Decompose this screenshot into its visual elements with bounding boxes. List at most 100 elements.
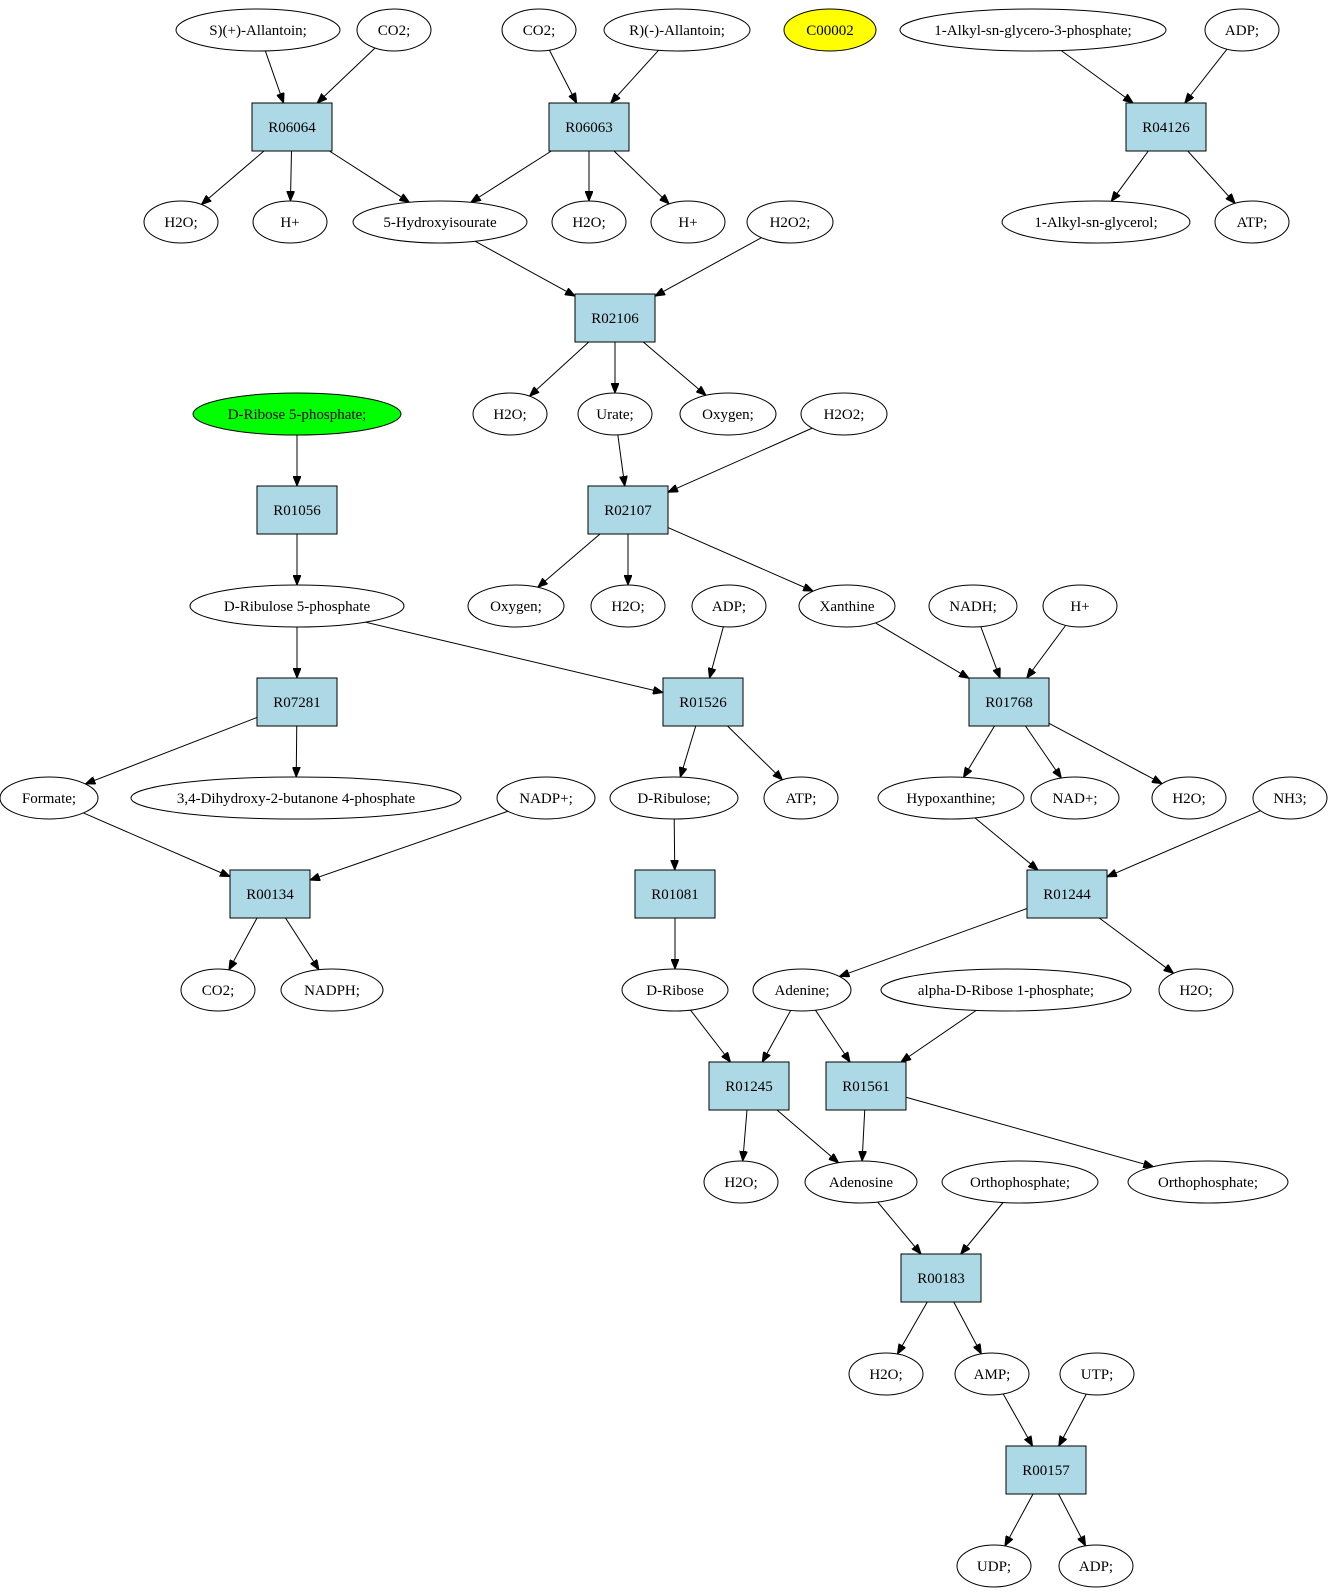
compound-node-hypoxanthine[interactable]: Hypoxanthine; xyxy=(877,776,1025,820)
reaction-node-r00157[interactable]: R00157 xyxy=(1005,1445,1087,1495)
compound-node-oxygen-a[interactable]: Oxygen; xyxy=(679,392,777,436)
compound-node-r-allantoin[interactable]: R)(-)-Allantoin; xyxy=(603,8,751,52)
edge-r-R04126-to-c-alkyl-glycerol xyxy=(1111,150,1149,201)
reaction-box xyxy=(708,1061,790,1111)
node-label: CO2; xyxy=(523,23,556,39)
compound-node-adp-c[interactable]: ADP; xyxy=(1058,1544,1134,1588)
compound-node-formate[interactable]: Formate; xyxy=(0,776,99,820)
compound-node-oxygen-b[interactable]: Oxygen; xyxy=(467,584,565,628)
edge-c-h2o2-b-to-r-R02107 xyxy=(668,427,813,492)
compound-node-ribose5p[interactable]: D-Ribose 5-phosphate; xyxy=(192,392,402,436)
compound-node-urate[interactable]: Urate; xyxy=(577,392,653,436)
compound-node-c00002[interactable]: C00002 xyxy=(783,8,877,52)
compound-node-co2-a[interactable]: CO2; xyxy=(356,8,432,52)
compound-node-co2-b[interactable]: CO2; xyxy=(501,8,577,52)
reaction-node-r04126[interactable]: R04126 xyxy=(1125,102,1207,152)
compound-node-adenine[interactable]: Adenine; xyxy=(752,968,852,1012)
edge-r-R06063-to-c-hydroxyisourate xyxy=(471,150,552,202)
compound-node-adp-a[interactable]: ADP; xyxy=(1204,8,1280,52)
compound-node-amp[interactable]: AMP; xyxy=(954,1352,1030,1396)
compound-node-nadpplus[interactable]: NADP+; xyxy=(496,776,596,820)
compound-node-nadplus[interactable]: NAD+; xyxy=(1030,776,1120,820)
compound-ellipse xyxy=(472,392,548,436)
compound-node-s-allantoin[interactable]: S)(+)-Allantoin; xyxy=(175,8,341,52)
reaction-node-r01244[interactable]: R01244 xyxy=(1026,869,1108,919)
compound-node-atp-a[interactable]: ATP; xyxy=(1214,200,1290,244)
compound-node-h2o2-b[interactable]: H2O2; xyxy=(800,392,888,436)
compound-node-h2o-h[interactable]: H2O; xyxy=(848,1352,924,1396)
compound-node-dribose[interactable]: D-Ribose xyxy=(621,968,729,1012)
reaction-box xyxy=(968,677,1050,727)
compound-node-adenosine[interactable]: Adenosine xyxy=(804,1160,918,1204)
compound-node-nadph[interactable]: NADPH; xyxy=(280,968,384,1012)
compound-node-h2o-d[interactable]: H2O; xyxy=(590,584,666,628)
compound-node-h2o-a[interactable]: H2O; xyxy=(143,200,219,244)
edge-c-dribose-to-r-R01245 xyxy=(690,1009,730,1062)
reaction-node-r02107[interactable]: R02107 xyxy=(587,485,669,535)
edge-c-xanthine-to-r-R01768 xyxy=(875,622,969,678)
node-label: H2O2; xyxy=(824,407,865,423)
node-label: R01056 xyxy=(273,503,321,519)
compound-node-atp-b[interactable]: ATP; xyxy=(763,776,839,820)
reaction-node-r01768[interactable]: R01768 xyxy=(968,677,1050,727)
compound-node-alkyl-glycerol[interactable]: 1-Alkyl-sn-glycerol; xyxy=(1001,200,1191,244)
reaction-node-r06064[interactable]: R06064 xyxy=(251,102,333,152)
node-label: R)(-)-Allantoin; xyxy=(629,23,725,39)
reaction-node-r01081[interactable]: R01081 xyxy=(634,869,716,919)
compound-node-alkyl-g3p[interactable]: 1-Alkyl-sn-glycero-3-phosphate; xyxy=(899,8,1167,52)
compound-node-udp[interactable]: UDP; xyxy=(956,1544,1032,1588)
compound-node-h2o-f[interactable]: H2O; xyxy=(1158,968,1234,1012)
edge-layer xyxy=(83,47,1261,1546)
reaction-node-r06063[interactable]: R06063 xyxy=(548,102,630,152)
node-label: R06063 xyxy=(565,120,613,136)
compound-node-nadh[interactable]: NADH; xyxy=(928,584,1018,628)
compound-node-orthophosphate-a[interactable]: Orthophosphate; xyxy=(941,1160,1099,1204)
compound-node-ribulose5p[interactable]: D-Ribulose 5-phosphate xyxy=(189,584,405,628)
node-label: Oxygen; xyxy=(702,407,754,423)
compound-node-hplus-b[interactable]: H+ xyxy=(650,200,726,244)
compound-node-co2-c[interactable]: CO2; xyxy=(180,968,256,1012)
node-label: R06064 xyxy=(268,120,316,136)
reaction-node-r01245[interactable]: R01245 xyxy=(708,1061,790,1111)
node-label: C00002 xyxy=(806,23,854,39)
reaction-node-r07281[interactable]: R07281 xyxy=(256,677,338,727)
compound-node-nh3[interactable]: NH3; xyxy=(1252,776,1328,820)
compound-node-dhbp[interactable]: 3,4-Dihydroxy-2-butanone 4-phosphate xyxy=(130,776,462,820)
compound-node-hydroxyisourate[interactable]: 5-Hydroxyisourate xyxy=(352,200,528,244)
node-label: ATP; xyxy=(1237,215,1268,231)
node-label: Orthophosphate; xyxy=(970,1175,1070,1191)
edge-r-R00157-to-c-adp-c xyxy=(1058,1493,1086,1546)
compound-node-adp-b[interactable]: ADP; xyxy=(691,584,767,628)
node-label: R00134 xyxy=(246,887,294,903)
compound-node-h2o-g[interactable]: H2O; xyxy=(703,1160,779,1204)
reaction-node-r01561[interactable]: R01561 xyxy=(825,1061,907,1111)
compound-node-utp[interactable]: UTP; xyxy=(1059,1352,1135,1396)
edge-c-urate-to-r-R02107 xyxy=(617,434,625,486)
compound-node-xanthine[interactable]: Xanthine xyxy=(798,584,896,628)
compound-node-ribulose[interactable]: D-Ribulose; xyxy=(609,776,739,820)
reaction-box xyxy=(229,869,311,919)
compound-ellipse xyxy=(800,392,888,436)
compound-ellipse xyxy=(650,200,726,244)
compound-node-h2o-e[interactable]: H2O; xyxy=(1151,776,1227,820)
compound-node-h2o2-a[interactable]: H2O2; xyxy=(746,200,834,244)
reaction-node-r00134[interactable]: R00134 xyxy=(229,869,311,919)
reaction-node-r01526[interactable]: R01526 xyxy=(662,677,744,727)
reaction-node-r01056[interactable]: R01056 xyxy=(256,485,338,535)
compound-node-hplus-a[interactable]: H+ xyxy=(252,200,328,244)
edge-c-adenine-to-r-R01561 xyxy=(815,1009,850,1062)
edge-r-R01526-to-c-atp-b xyxy=(727,725,783,780)
compound-node-h2o-b[interactable]: H2O; xyxy=(551,200,627,244)
compound-ellipse xyxy=(783,8,877,52)
reaction-node-r02106[interactable]: R02106 xyxy=(574,293,656,343)
reaction-node-r00183[interactable]: R00183 xyxy=(900,1253,982,1303)
compound-ellipse xyxy=(551,200,627,244)
compound-node-alpha-r1p[interactable]: alpha-D-Ribose 1-phosphate; xyxy=(880,968,1132,1012)
edge-r-R00183-to-c-h2o-h xyxy=(897,1301,928,1354)
compound-ellipse xyxy=(746,200,834,244)
edge-r-R00134-to-c-co2-c xyxy=(229,917,258,970)
compound-node-orthophosphate-b[interactable]: Orthophosphate; xyxy=(1127,1160,1289,1204)
compound-node-h2o-c[interactable]: H2O; xyxy=(472,392,548,436)
compound-node-hplus-c[interactable]: H+ xyxy=(1042,584,1118,628)
node-label: 5-Hydroxyisourate xyxy=(383,215,497,231)
